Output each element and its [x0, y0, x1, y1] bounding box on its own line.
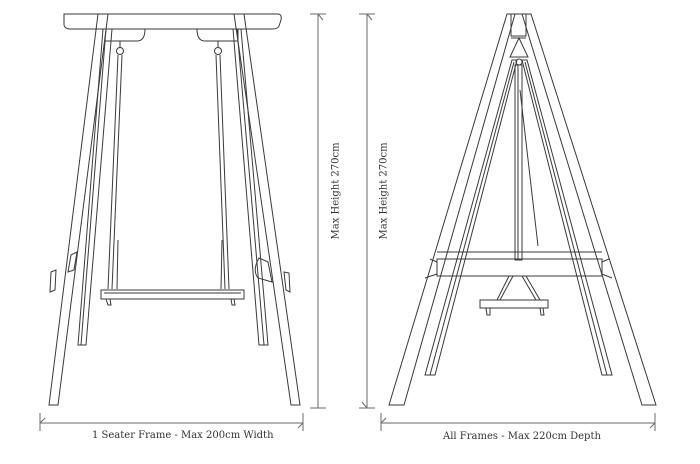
width-dimension-label: 1 Seater Frame - Max 200cm Width — [92, 430, 274, 441]
height-dimension-label-right: Max Height 270cm — [378, 142, 390, 240]
height-right-arrow-top — [366, 13, 373, 21]
hook-left — [116, 47, 124, 55]
leg-right-rear-edge — [236, 28, 265, 346]
depth-arrow-left — [380, 417, 387, 424]
height-dimension-label-left: Max Height 270cm — [330, 142, 342, 240]
leg-left-rear — [77, 28, 113, 346]
width-arrow-left — [39, 417, 46, 424]
height-right-arrow-bottom — [361, 401, 368, 409]
rope-right-c — [220, 239, 223, 290]
rope-right-b — [219, 54, 230, 290]
side-rope-diag — [519, 89, 539, 247]
seat-rope-right-b — [525, 275, 541, 301]
leg-left-front — [48, 13, 109, 406]
rope-right-a — [215, 54, 226, 290]
hook-right — [214, 47, 222, 55]
dimension-lines — [39, 13, 656, 431]
side-seat-peg-left — [485, 307, 491, 316]
bracket-right — [254, 257, 273, 283]
swing-seat — [100, 289, 245, 300]
width-arrow-right — [297, 422, 304, 429]
inner-leg-right-edge — [524, 61, 608, 376]
bracket-left-outer — [49, 269, 57, 293]
cross-beam-joint-left — [424, 258, 438, 279]
a-leg-left — [388, 13, 516, 406]
side-seat — [479, 299, 549, 309]
bracket-right-outer — [283, 271, 291, 293]
inner-leg-right — [521, 59, 613, 376]
seat-rope-left-a — [496, 275, 510, 301]
depth-dimension-label: All Frames - Max 220cm Depth — [443, 431, 601, 442]
front-view — [48, 13, 301, 406]
side-view — [388, 13, 657, 406]
leg-left-rear-edge — [80, 28, 107, 346]
hanger-block-right — [196, 28, 239, 42]
hanger-block-left — [105, 28, 146, 42]
apex-inner — [509, 36, 529, 58]
seat-peg-left — [105, 298, 112, 306]
leg-right-front — [233, 13, 301, 406]
seat-peg-right — [230, 298, 236, 306]
rope-left-a — [107, 54, 119, 290]
seat-rope-right-a — [521, 275, 537, 301]
seat-rope-left-b — [499, 275, 514, 301]
rope-left-c — [116, 239, 119, 290]
a-leg-right — [521, 13, 657, 406]
height-left-arrow-top — [317, 13, 324, 21]
inner-leg-left-edge — [429, 61, 515, 376]
depth-arrow-right — [649, 422, 656, 429]
top-beam — [63, 13, 282, 30]
cross-beam-joint-right — [601, 258, 613, 279]
top-block — [510, 13, 527, 37]
side-seat-peg-right — [539, 307, 545, 316]
leg-right-rear — [232, 28, 269, 346]
inner-leg-left — [424, 59, 518, 376]
brace-left — [67, 251, 78, 273]
rope-left-b — [111, 54, 123, 290]
